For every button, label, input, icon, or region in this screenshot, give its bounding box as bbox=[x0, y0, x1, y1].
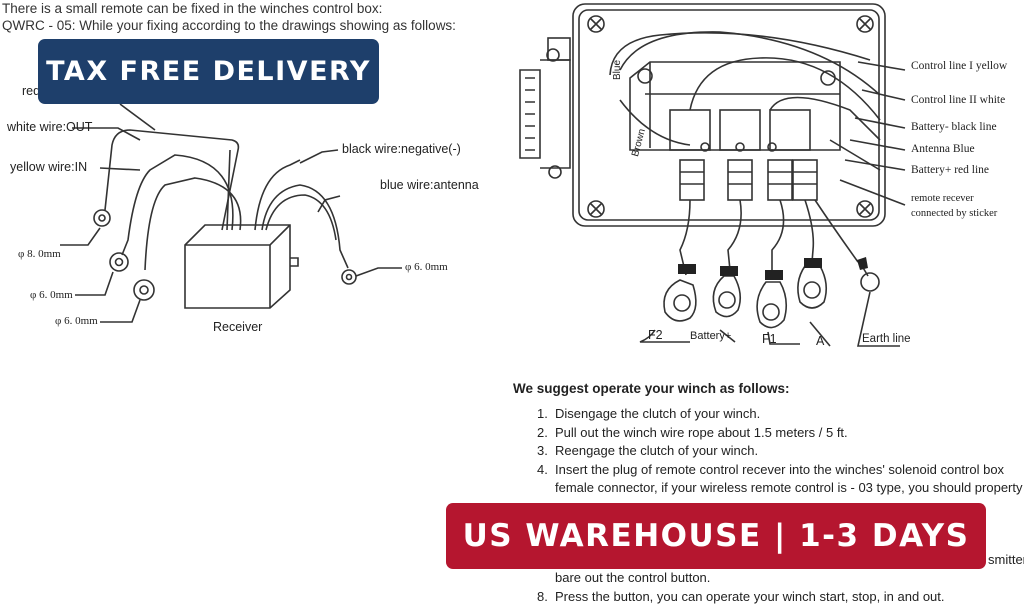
label-battery-plus: Battery+ bbox=[690, 330, 732, 342]
step-item: 3.Reengage the clutch of your winch. bbox=[537, 443, 759, 458]
step-item: 1.Disengage the clutch of your winch. bbox=[537, 406, 761, 421]
label-battery-pos: Battery+ red line bbox=[911, 164, 990, 176]
intro-line-2: QWRC - 05: While your fixing according t… bbox=[2, 18, 456, 33]
instruction-bare-out: bare out the control button. bbox=[555, 570, 711, 585]
instructions-list: 1.Disengage the clutch of your winch. 2.… bbox=[537, 405, 1023, 498]
label-yellow-wire: yellow wire:IN bbox=[10, 160, 88, 174]
intro-text: There is a small remote can be fixed in … bbox=[2, 0, 456, 34]
instruction-cut-text: smitter, bbox=[988, 552, 1024, 567]
label-black-wire: black wire:negative(-) bbox=[342, 142, 461, 156]
label-connected-sticker: connected by sticker bbox=[911, 208, 998, 219]
label-control-line-yellow: Control line I yellow bbox=[911, 60, 1008, 72]
step-item-8: 8.Press the button, you can operate your… bbox=[537, 589, 945, 604]
label-a: A bbox=[816, 334, 825, 348]
dim-6mm-a: φ 6. 0mm bbox=[30, 289, 73, 301]
control-box-diagram bbox=[519, 3, 906, 347]
label-earth-line: Earth line bbox=[862, 333, 911, 345]
dim-6mm-c: φ 6. 0mm bbox=[405, 261, 448, 273]
label-battery-neg: Battery- black line bbox=[911, 121, 997, 133]
label-white-wire: white wire:OUT bbox=[7, 120, 93, 134]
receiver-wiring-diagram bbox=[60, 103, 402, 323]
label-f2: F2 bbox=[648, 328, 663, 342]
label-antenna: Antenna Blue bbox=[911, 143, 975, 155]
step-item: 4.Insert the plug of remote control rece… bbox=[537, 461, 1005, 477]
dim-6mm-b: φ 6. 0mm bbox=[55, 315, 98, 327]
dim-8mm: φ 8. 0mm bbox=[18, 248, 61, 260]
label-remote-recever: remote recever bbox=[911, 193, 974, 204]
label-red-wire: red bbox=[22, 84, 41, 98]
us-warehouse-badge: US WAREHOUSE | 1-3 DAYS bbox=[446, 503, 986, 569]
label-blue: Blue bbox=[612, 59, 623, 80]
label-control-line-white: Control line II white bbox=[911, 94, 1006, 106]
step-item: 2.Pull out the winch wire rope about 1.5… bbox=[537, 424, 848, 440]
step-item: female connector, if your wireless remot… bbox=[555, 480, 1023, 495]
intro-line-1: There is a small remote can be fixed in … bbox=[2, 1, 383, 16]
instructions-title: We suggest operate your winch as follows… bbox=[513, 381, 790, 396]
receiver-label: Receiver bbox=[213, 320, 263, 334]
label-blue-wire: blue wire:antenna bbox=[380, 178, 479, 192]
tax-free-delivery-badge: TAX FREE DELIVERY bbox=[38, 39, 379, 104]
label-f1: F1 bbox=[762, 332, 777, 346]
